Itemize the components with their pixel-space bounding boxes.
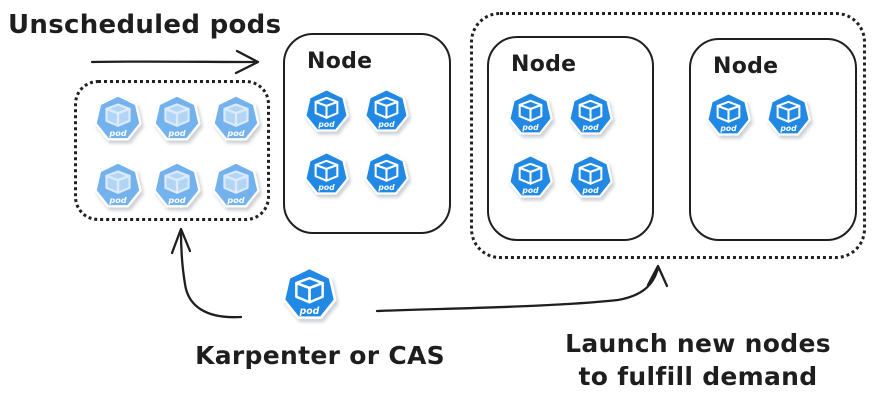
pod-icon-label: pod xyxy=(226,195,244,205)
pod-icon: pod xyxy=(282,266,337,320)
pod-icon-label: pod xyxy=(581,123,599,132)
new-nodes-group: Node pod pod pod pod xyxy=(470,12,866,259)
pod-icon-label: pod xyxy=(521,123,539,132)
pod-icon: pod xyxy=(568,91,613,135)
pod-icon: pod xyxy=(364,88,409,132)
schedule-arrow-head xyxy=(234,49,260,75)
pod-icon-label: pod xyxy=(317,120,335,129)
unscheduled-pods-group: pod pod pod pod pod xyxy=(74,80,270,221)
pod-icon: pod xyxy=(212,94,260,141)
karpenter-pod: pod xyxy=(281,265,338,322)
pod-icon: pod xyxy=(212,161,260,208)
pod-icon-label: pod xyxy=(167,128,185,138)
karpenter-to-pods-arrow xyxy=(179,230,243,319)
pod-icon: pod xyxy=(304,88,349,132)
pod-icon: pod xyxy=(94,161,142,208)
pod-icon-label: pod xyxy=(108,195,126,205)
node-1-label: Node xyxy=(307,49,373,74)
launch-nodes-arrow xyxy=(375,266,660,313)
pod-icon-label: pod xyxy=(167,195,185,205)
pod-icon-label: pod xyxy=(108,128,126,138)
pod-icon: pod xyxy=(364,151,409,195)
node-box-1: Node pod pod pod pod xyxy=(283,33,451,234)
launch-nodes-arrow-head xyxy=(646,264,669,288)
pod-icon-label: pod xyxy=(299,306,320,317)
pod-icon-label: pod xyxy=(521,186,539,195)
pod-icon: pod xyxy=(508,91,553,135)
pod-icon-label: pod xyxy=(317,183,335,192)
pod-icon: pod xyxy=(153,161,201,208)
pod-icon-label: pod xyxy=(226,128,244,138)
karpenter-or-cas-label: Karpenter or CAS xyxy=(195,341,445,370)
launch-new-nodes-label: Launch new nodes to fulfill demand xyxy=(552,327,844,393)
node-3-label: Node xyxy=(713,54,779,79)
launch-label-line1: Launch new nodes xyxy=(565,329,831,358)
pod-icon: pod xyxy=(568,154,613,198)
pod-icon: pod xyxy=(706,92,751,136)
unscheduled-pods-label: Unscheduled pods xyxy=(8,10,282,40)
pod-icon: pod xyxy=(153,94,201,141)
node-1-pod-grid: pod pod pod pod xyxy=(303,87,410,197)
pod-icon: pod xyxy=(304,151,349,195)
pod-icon-label: pod xyxy=(779,124,797,133)
node-2-label: Node xyxy=(511,52,577,77)
node-2-pod-grid: pod pod pod pod xyxy=(507,90,614,200)
karpenter-to-pods-arrow-head xyxy=(170,227,192,255)
node-3-pod-grid: pod pod xyxy=(705,91,812,138)
pod-icon-label: pod xyxy=(719,124,737,133)
pod-icon-label: pod xyxy=(581,186,599,195)
launch-label-line2: to fulfill demand xyxy=(578,362,818,391)
unscheduled-pod-grid: pod pod pod pod pod xyxy=(93,93,261,210)
pod-icon-label: pod xyxy=(377,183,395,192)
pod-icon: pod xyxy=(766,92,811,136)
node-box-2: Node pod pod pod pod xyxy=(487,36,654,241)
pod-icon-label: pod xyxy=(377,120,395,129)
node-box-3: Node pod pod xyxy=(689,38,857,241)
pod-icon: pod xyxy=(508,154,553,198)
pod-icon: pod xyxy=(94,94,142,141)
